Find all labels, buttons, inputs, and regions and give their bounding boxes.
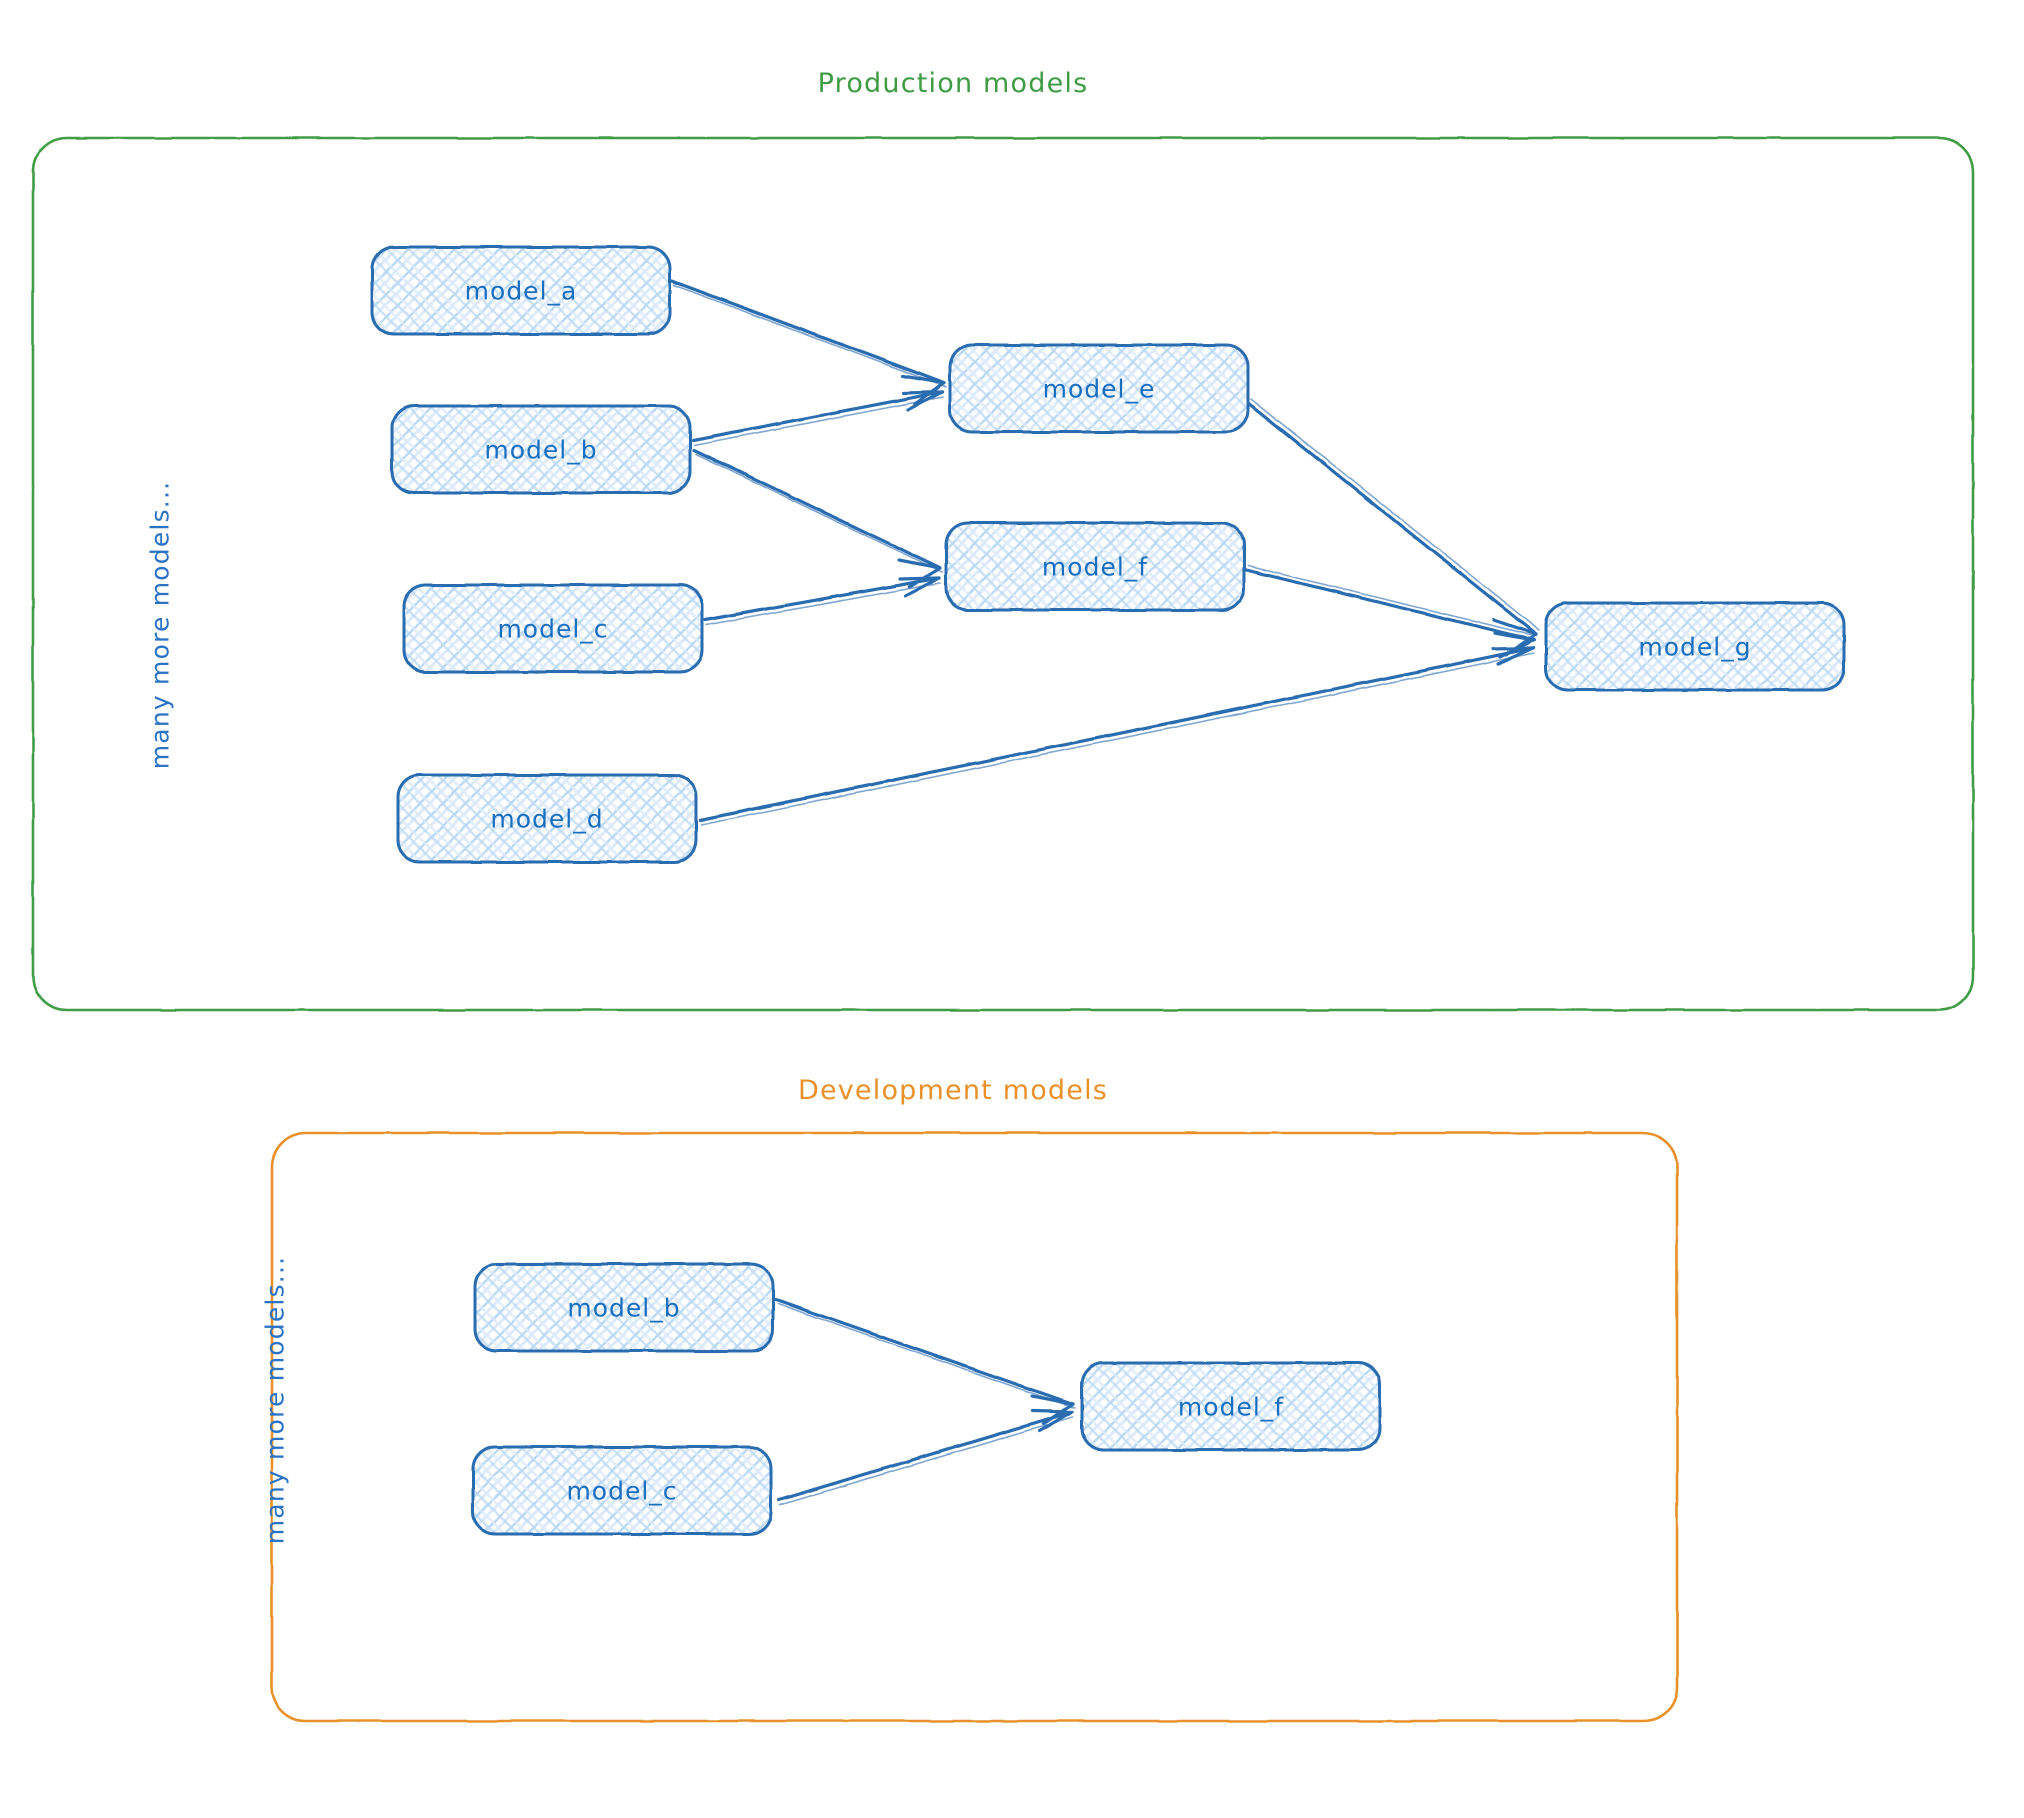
development-nodes — [471, 1262, 1382, 1536]
edge-dev-model-b-to-model-f — [774, 1298, 1076, 1426]
edge-model-e-to-model-g — [1246, 398, 1540, 657]
development-group-title: Development models — [797, 1075, 1109, 1106]
node-model-b[interactable] — [390, 404, 692, 495]
development-group-container — [270, 1131, 1679, 1723]
development-group-border — [270, 1131, 1679, 1723]
edge-dev-model-c-to-model-f — [777, 1409, 1074, 1506]
edge-model-c-to-model-f — [703, 576, 941, 626]
edge-model-f-to-model-g — [1244, 565, 1537, 659]
production-group-container — [31, 136, 1975, 1012]
production-edges — [670, 279, 1540, 826]
production-group-border — [31, 136, 1975, 1012]
node-dev-model-b[interactable] — [473, 1262, 775, 1353]
edge-model-b-to-model-e — [691, 390, 944, 446]
production-many-more-models-note: many more models... — [145, 480, 175, 770]
edge-model-a-to-model-e — [670, 279, 947, 406]
development-edges — [774, 1298, 1076, 1506]
node-dev-model-c[interactable] — [471, 1445, 773, 1536]
node-model-g[interactable] — [1544, 601, 1846, 692]
production-nodes — [370, 245, 1846, 864]
production-group-title: Production models — [817, 68, 1089, 99]
edge-model-d-to-model-d-to-g — [698, 646, 1535, 826]
node-dev-model-f[interactable] — [1080, 1361, 1382, 1452]
node-model-f[interactable] — [944, 521, 1246, 612]
node-model-e[interactable] — [948, 343, 1250, 434]
node-model-d[interactable] — [396, 773, 698, 864]
edge-model-b-to-model-f — [692, 448, 943, 589]
node-model-a[interactable] — [370, 245, 672, 336]
development-many-more-models-note: many more models... — [260, 1255, 290, 1545]
node-model-c[interactable] — [402, 583, 704, 674]
